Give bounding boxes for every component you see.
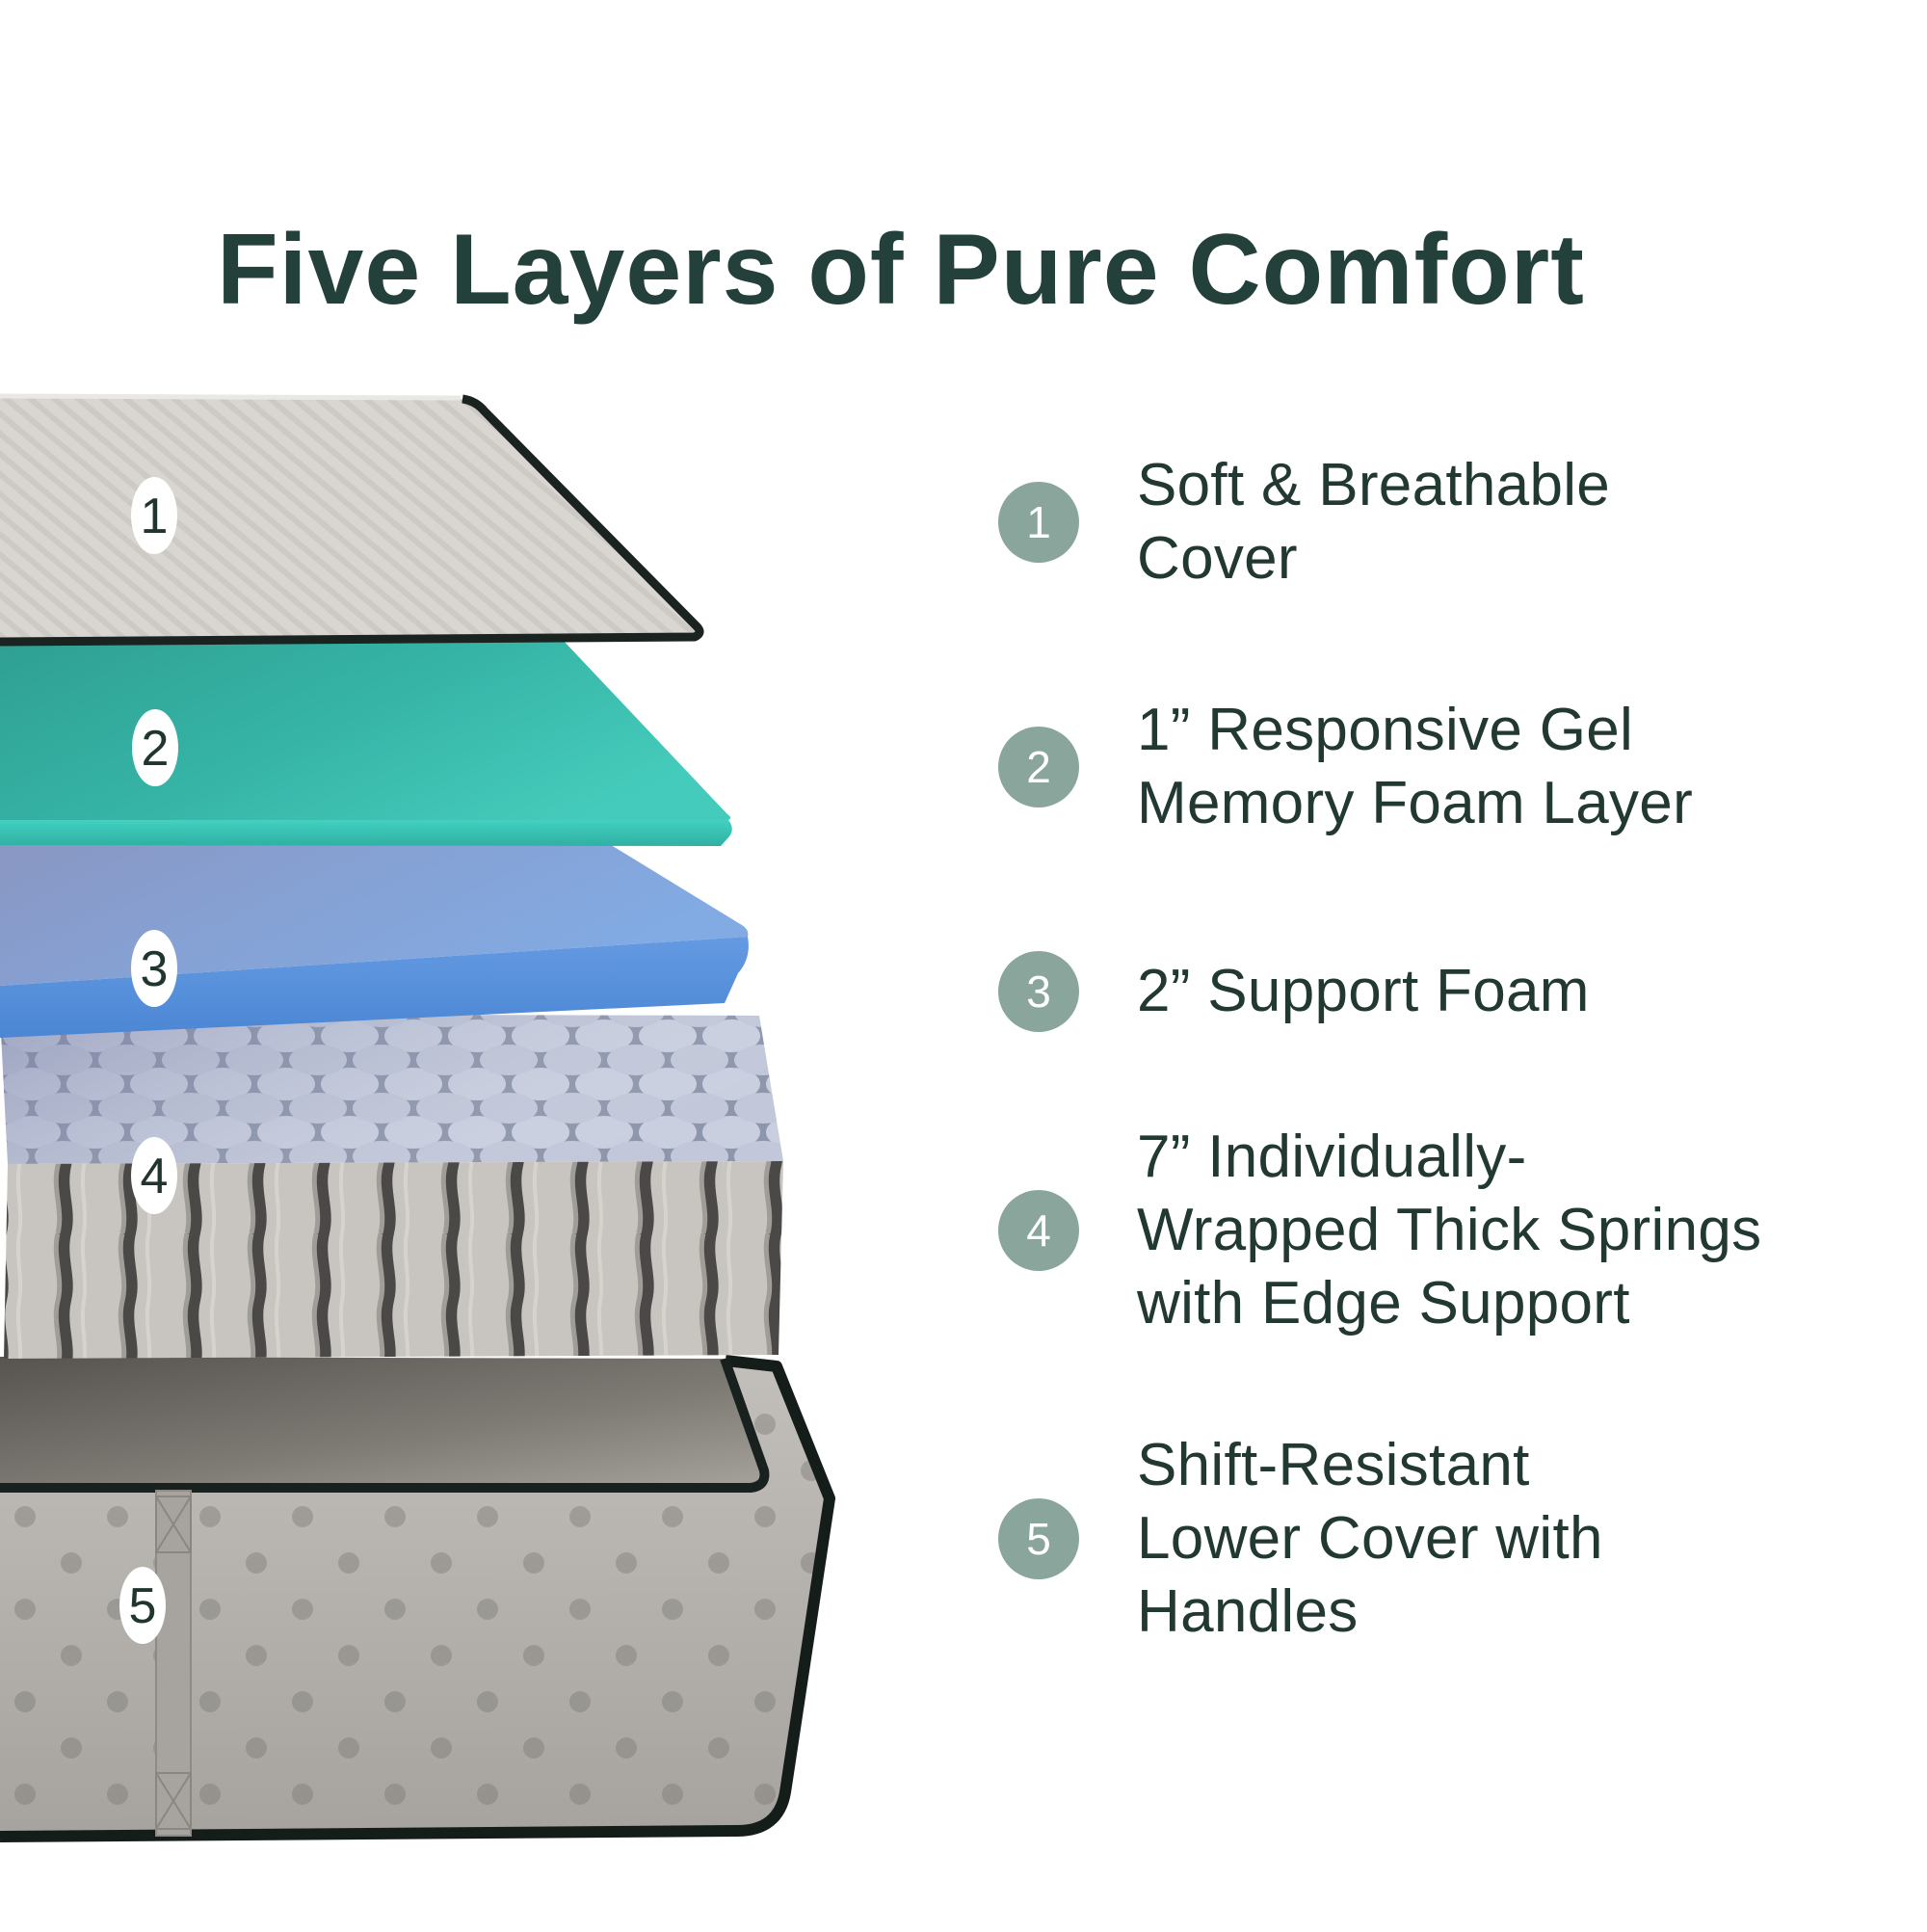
base-top-deck	[0, 1357, 765, 1490]
gel-foam-side	[0, 820, 732, 846]
support-foam-side	[0, 937, 749, 1038]
diagram-badge-5: 5	[119, 1567, 166, 1644]
list-item-cover: 1 Soft & Breathable Cover	[998, 449, 1610, 595]
list-badge-4: 4	[998, 1190, 1079, 1271]
mattress-exploded-diagram: 1 2 3 4 5	[0, 289, 964, 1927]
base-handle-strap	[155, 1490, 192, 1837]
springs-top-shade	[0, 1014, 783, 1164]
layer-wrapped-springs	[0, 1014, 783, 1359]
diagram-badge-4-number: 4	[141, 1149, 169, 1204]
list-item-support-foam: 3 2” Support Foam	[998, 951, 1590, 1032]
list-badge-3: 3	[998, 951, 1079, 1032]
diagram-badge-2: 2	[132, 709, 178, 786]
base-skirt-quilting	[0, 1361, 830, 1839]
list-item-2-label: 1” Responsive Gel Memory Foam Layer	[1137, 697, 1694, 836]
diagram-badge-1-number: 1	[141, 489, 169, 544]
cover-top-edge-highlight	[0, 393, 462, 401]
list-item-lower-cover: 5 Shift-Resistant Lower Cover with Handl…	[998, 1429, 1603, 1649]
diagram-badge-4: 4	[131, 1137, 177, 1214]
layer-lower-cover-base	[0, 1355, 835, 1842]
list-badge-5: 5	[998, 1498, 1079, 1579]
list-item-1-label: Soft & Breathable Cover	[1137, 452, 1611, 592]
list-item-5-label: Shift-Resistant Lower Cover with Handles	[1137, 1432, 1603, 1645]
diagram-badge-2-number: 2	[142, 721, 170, 777]
page-title: Five Layers of Pure Comfort	[217, 213, 1585, 326]
list-item-gel-foam: 2 1” Responsive Gel Memory Foam Layer	[998, 694, 1693, 840]
layer-soft-cover	[0, 393, 704, 647]
diagram-badge-3-number: 3	[141, 941, 169, 997]
cover-edge-binding	[0, 394, 704, 647]
list-item-4-label: 7” Individually- Wrapped Thick Springs w…	[1137, 1124, 1762, 1337]
springs-front-face	[4, 1161, 783, 1359]
list-item-3-label: 2” Support Foam	[1137, 958, 1590, 1024]
list-item-springs: 4 7” Individually- Wrapped Thick Springs…	[998, 1121, 1761, 1340]
cover-top-surface	[0, 397, 700, 643]
list-badge-1: 1	[998, 482, 1079, 563]
base-deck-binding	[0, 1357, 770, 1493]
mattress-diagram-svg: 1 2 3 4 5	[0, 393, 835, 1842]
diagram-badge-5-number: 5	[129, 1578, 157, 1634]
diagram-badge-3: 3	[131, 930, 177, 1007]
list-badge-2: 2	[998, 727, 1079, 807]
diagram-badge-1: 1	[131, 477, 177, 554]
base-outer-binding	[0, 1355, 835, 1842]
